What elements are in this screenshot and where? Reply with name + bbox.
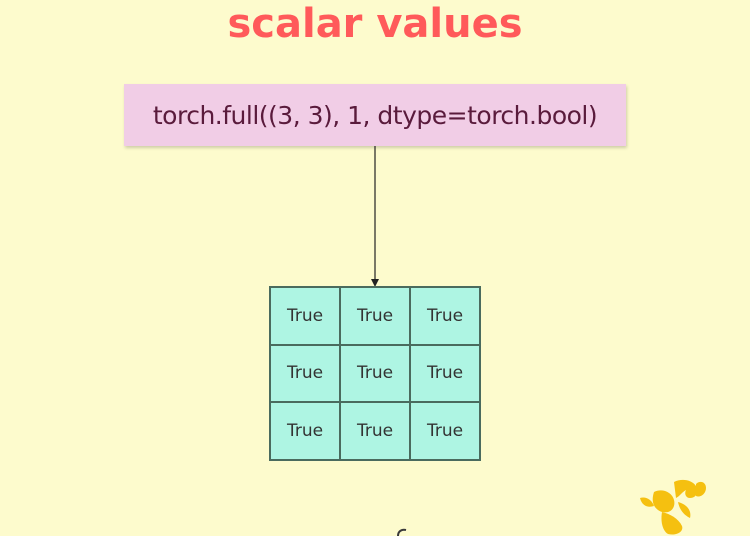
grid-cell: True: [270, 344, 340, 403]
yellow-figure-logo-icon: [640, 479, 706, 535]
grid-cell: True: [410, 402, 480, 460]
code-text: torch.full((3, 3), 1, dtype=torch.bool): [152, 100, 598, 130]
grid-cell: True: [340, 287, 410, 345]
grid-cell: True: [410, 287, 480, 345]
footer-mark-icon: [397, 528, 407, 536]
grid-cell: True: [340, 344, 410, 403]
grid-cell: True: [410, 344, 480, 403]
grid-cell: True: [270, 287, 340, 345]
arrow-head: [371, 279, 379, 287]
grid-cell: True: [270, 402, 340, 460]
code-box: torch.full((3, 3), 1, dtype=torch.bool): [124, 84, 626, 146]
grid-cell: True: [340, 402, 410, 460]
bool-tensor-grid: True True True True True True True True …: [269, 286, 481, 461]
page-title: scalar values: [227, 1, 523, 47]
